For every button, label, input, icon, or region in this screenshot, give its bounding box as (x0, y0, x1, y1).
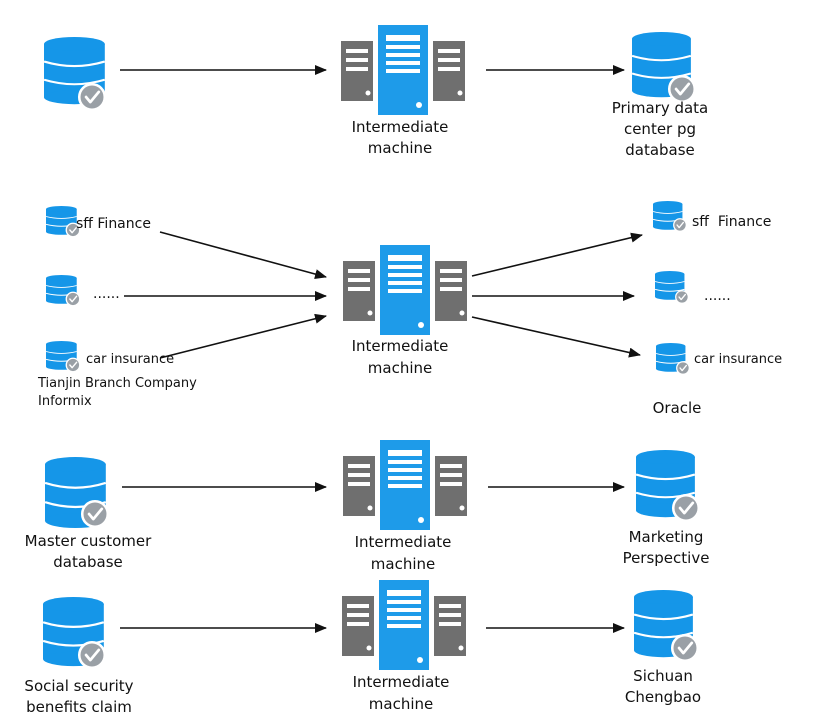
row2-server-icon (343, 245, 467, 335)
row4-server-icon (342, 580, 466, 670)
row4-middle-label-line2: machine (368, 695, 434, 713)
row4-target-label-line1: Sichuan (633, 667, 693, 685)
row2-source-label-2: ...... (93, 286, 120, 302)
row1-server-icon (341, 25, 465, 115)
row2-source-group-label-line2: Informix (38, 394, 92, 409)
row2-target-check-icon-1 (673, 218, 687, 232)
row1-source-check-icon (77, 82, 107, 112)
row1-middle-label-line1: Intermediate (351, 118, 449, 136)
row2-target-group-label: Oracle (652, 399, 702, 417)
row3-source-label-line2: database (53, 553, 123, 571)
row1-target-label-line1: Primary data (611, 99, 709, 117)
row2-target-check-icon-2 (675, 290, 689, 304)
row2-source-check-icon-3 (65, 357, 81, 373)
row3-source-label-line1: Master customer (24, 532, 152, 550)
row1-target-label-line3: database (625, 141, 695, 159)
row3-source-check-icon (80, 499, 110, 529)
row3-server-icon (343, 440, 467, 530)
row4-target-label-line2: Chengbao (624, 688, 702, 706)
row2-arrow-out-3 (471, 316, 641, 358)
row2-target-label-2: ...... (704, 288, 731, 304)
row2-middle-label-line2: machine (367, 359, 433, 377)
row2-source-label-3: car insurance (86, 352, 175, 367)
row4-middle-label-line1: Intermediate (352, 673, 450, 691)
row4-source-label-line2: benefits claim (26, 698, 132, 716)
row2-middle-label-line1: Intermediate (351, 337, 449, 355)
row3-middle-label-line2: machine (370, 555, 436, 573)
row4-target-check-icon (670, 633, 700, 663)
row3-target-check-icon (671, 493, 701, 523)
row2-arrow-in-1 (159, 231, 327, 279)
row3-target-label-line2: Perspective (622, 549, 710, 567)
row2-target-label-3: car insurance (694, 352, 783, 367)
row1-middle-label-line2: machine (367, 139, 433, 157)
row2-target-label-1: sff Finance (692, 214, 772, 230)
row4-source-check-icon (77, 640, 107, 670)
row2-source-label-1: sff Finance (76, 216, 151, 232)
row2-source-check-icon-2 (65, 291, 81, 307)
row2-arrow-out-1 (471, 232, 643, 277)
row2-target-check-icon-3 (676, 361, 690, 375)
row2-source-group-label-line1: Tianjin Branch Company (38, 376, 197, 391)
row1-target-label-line2: center pg (623, 120, 697, 138)
row2-arrow-in-3 (159, 313, 327, 359)
row3-middle-label-line1: Intermediate (354, 533, 452, 551)
row4-source-label-line1: Social security (24, 677, 134, 695)
row3-target-label-line1: Marketing (628, 528, 704, 546)
